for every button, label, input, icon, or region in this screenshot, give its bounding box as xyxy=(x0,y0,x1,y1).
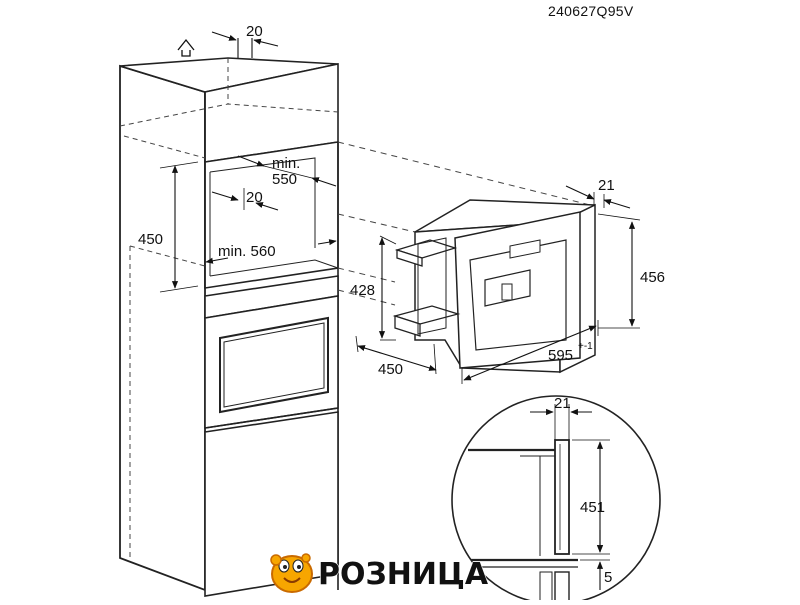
label-appliance-width-tolerance: +-1 xyxy=(578,341,593,352)
dimension-lines xyxy=(159,31,641,384)
label-niche-gap-inner: 20 xyxy=(246,189,263,206)
tall-cabinet xyxy=(119,57,339,597)
label-niche-depth-min-1: min. xyxy=(272,155,300,172)
label-detail-height: 451 xyxy=(580,499,605,516)
label-appliance-width: 595 xyxy=(548,347,573,364)
cabinet-hidden-lines xyxy=(119,58,339,560)
detail-view xyxy=(451,395,661,605)
drawing-code: 240627Q95V xyxy=(548,3,634,19)
label-appliance-side: 21 xyxy=(598,177,615,194)
logo-text: РОЗНИЦА xyxy=(318,557,489,592)
dimension-labels: 240627Q95V 20 min. 550 20 450 min. 560 2… xyxy=(138,3,665,586)
label-appliance-front-height: 456 xyxy=(640,269,665,286)
label-niche-height: 450 xyxy=(138,231,163,248)
label-appliance-body-height: 428 xyxy=(350,282,375,299)
label-detail-thickness: 21 xyxy=(554,395,571,412)
label-gap-top: 20 xyxy=(246,23,263,40)
mascot-icon xyxy=(270,553,313,593)
label-niche-depth-min-2: 550 xyxy=(272,171,297,188)
store-logo: РОЗНИЦА xyxy=(270,553,489,593)
projection-lines xyxy=(337,141,591,306)
label-appliance-depth: 450 xyxy=(378,361,403,378)
label-detail-gap: 5 xyxy=(604,569,612,586)
label-niche-width-min: min. 560 xyxy=(218,243,276,260)
